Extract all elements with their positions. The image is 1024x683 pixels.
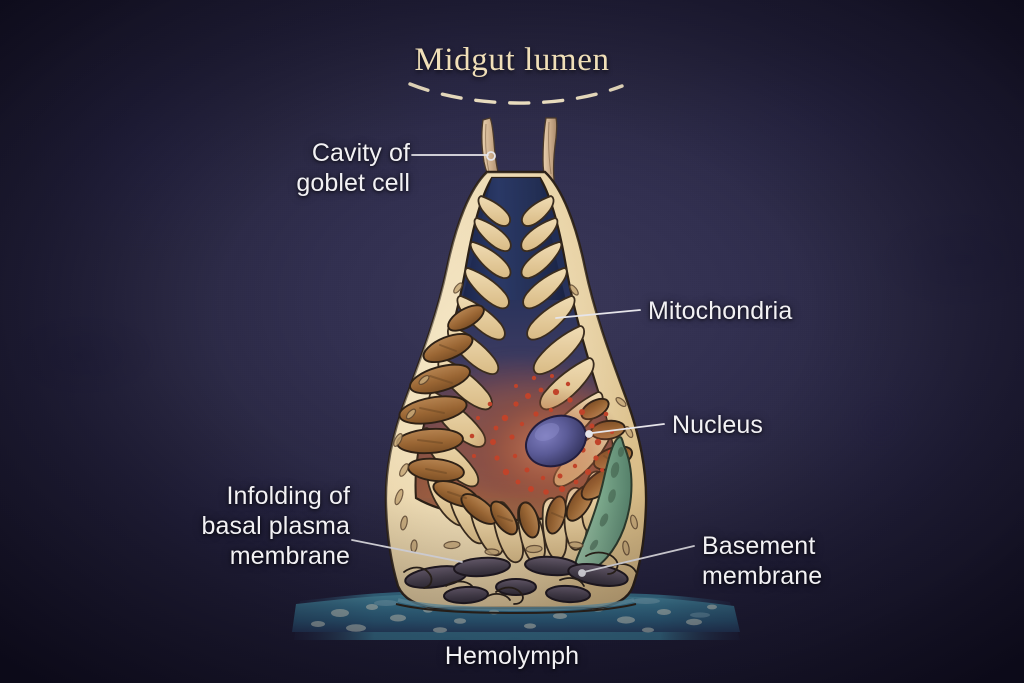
label-hemolymph: Hemolymph xyxy=(444,642,580,670)
label-nucleus: Nucleus xyxy=(672,411,764,439)
label-mitochondria: Mitochondria xyxy=(648,297,793,325)
label-infolding-of-basal-plasma-membrane: Infolding of basal plasma membrane xyxy=(201,482,350,570)
label-cavity-of-goblet-cell: Cavity of goblet cell xyxy=(296,139,410,197)
page-title: Midgut lumen xyxy=(414,42,610,78)
label-basement-membrane: Basement membrane xyxy=(702,532,823,590)
